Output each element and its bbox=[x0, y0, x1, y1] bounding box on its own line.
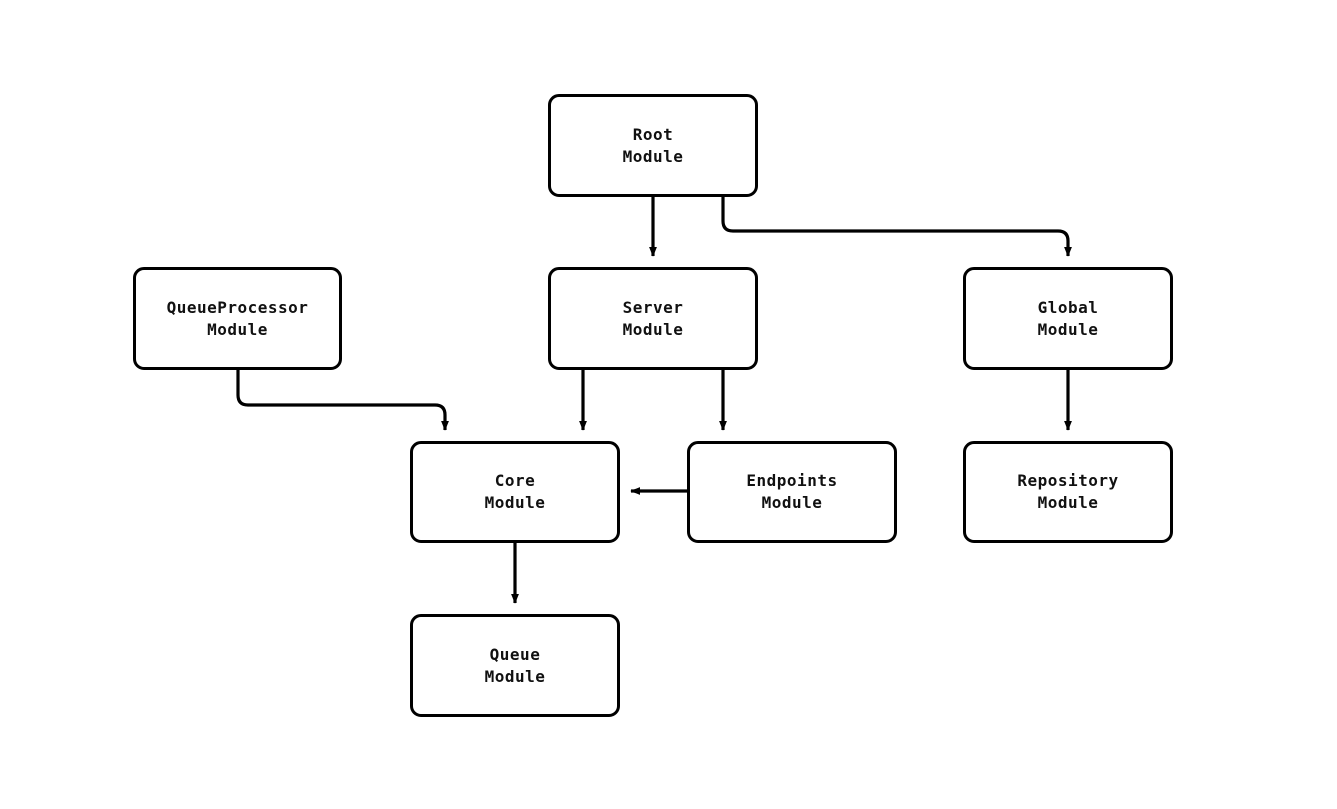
node-server-module-line2: Module bbox=[622, 319, 684, 339]
node-endpoints-module[interactable]: Endpoints Module bbox=[687, 441, 897, 543]
node-server-module[interactable]: Server Module bbox=[548, 267, 758, 370]
edge-queueprocessor-to-core bbox=[236, 370, 449, 431]
node-endpoints-module-line1: Endpoints bbox=[746, 471, 838, 490]
node-queue-module-line1: Queue bbox=[489, 644, 541, 664]
node-repository-module-line2: Module bbox=[1037, 493, 1099, 512]
node-repository-module[interactable]: Repository Module bbox=[963, 441, 1173, 543]
node-server-module-line1: Server bbox=[622, 297, 684, 317]
node-root-module-line1: Root bbox=[632, 124, 674, 144]
node-core-module-line1: Core bbox=[494, 471, 536, 490]
node-queueprocessor-module[interactable]: QueueProcessor Module bbox=[133, 267, 342, 370]
node-root-module[interactable]: Root Module bbox=[548, 94, 758, 197]
edge-root-to-global bbox=[721, 197, 1072, 257]
node-root-module-line2: Module bbox=[622, 146, 684, 166]
node-core-module[interactable]: Core Module bbox=[410, 441, 620, 543]
node-queueprocessor-module-line1: QueueProcessor bbox=[166, 297, 309, 317]
node-queue-module[interactable]: Queue Module bbox=[410, 614, 620, 717]
node-core-module-line2: Module bbox=[484, 493, 546, 512]
node-queue-module-line2: Module bbox=[484, 666, 546, 686]
node-global-module-line2: Module bbox=[1037, 319, 1099, 339]
node-endpoints-module-line2: Module bbox=[761, 493, 823, 512]
node-queueprocessor-module-line2: Module bbox=[207, 319, 268, 339]
node-global-module[interactable]: Global Module bbox=[963, 267, 1173, 370]
node-repository-module-line1: Repository bbox=[1017, 471, 1119, 490]
node-global-module-line1: Global bbox=[1037, 297, 1099, 317]
